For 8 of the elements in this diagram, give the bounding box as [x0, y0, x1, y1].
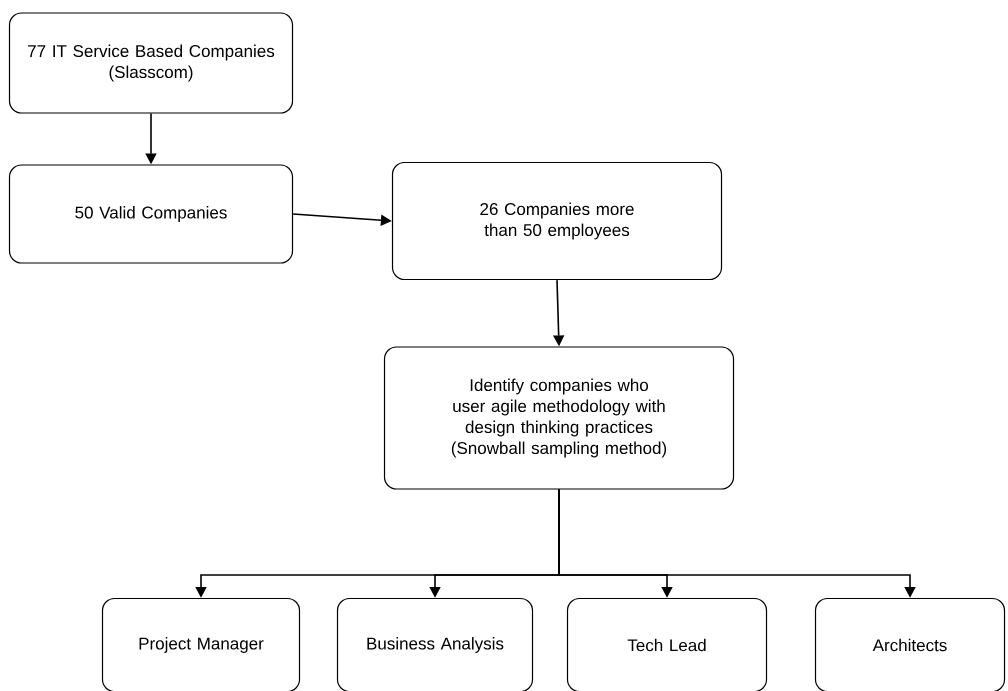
- process-box: 26 Companies more than 50 employees: [391, 161, 723, 281]
- process-box: 77 IT Service Based Companies (Slasscom): [8, 12, 294, 114]
- process-box: Architects: [814, 597, 1006, 691]
- process-box: Identify companies who user agile methodology with design thinking practices (Snowball sampling method): [383, 346, 735, 490]
- process-box: Project Manager: [101, 597, 301, 691]
- process-box: 50 Valid Companies: [8, 164, 294, 264]
- process-box: Business Analysis: [336, 597, 534, 691]
- process-box: Tech Lead: [566, 597, 768, 691]
